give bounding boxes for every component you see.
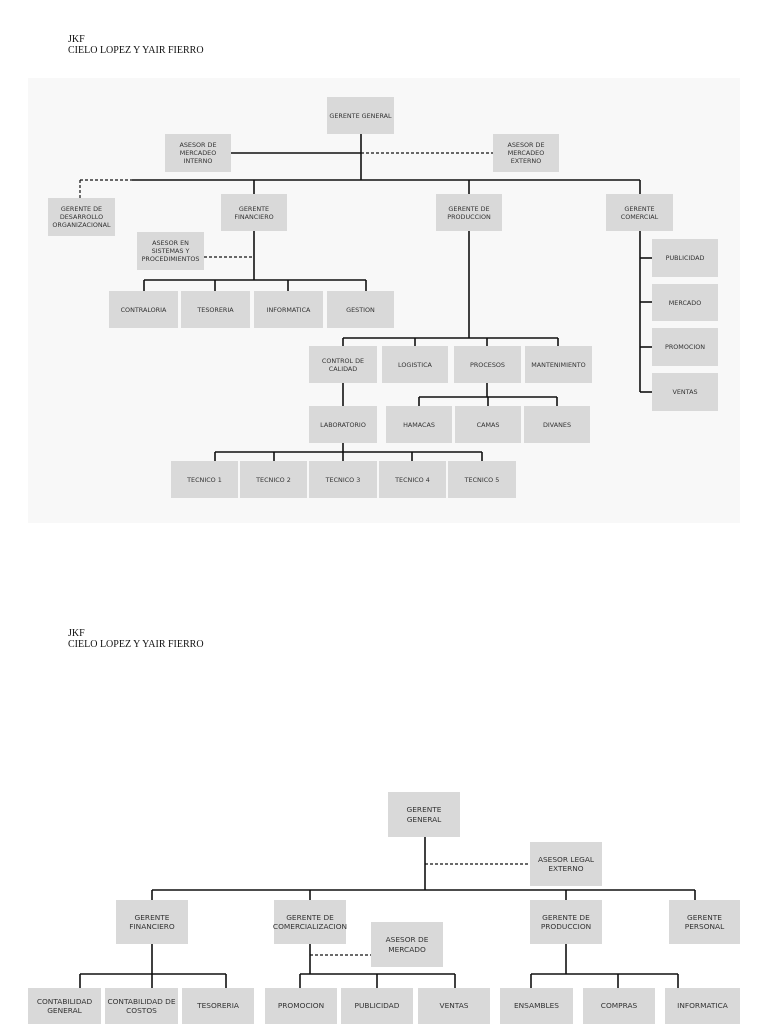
node-asesor-sistemas-procedimientos: ASESOR EN SISTEMAS Y PROCEDIMIENTOS <box>137 232 204 270</box>
node-gerente-comercial: GERENTE COMERCIAL <box>606 194 673 231</box>
node-gerente-general: GERENTE GENERAL <box>327 97 394 134</box>
node-hamacas: HAMACAS <box>386 406 452 443</box>
node-mercado: MERCADO <box>652 284 718 321</box>
node-asesor-mercadeo-externo: ASESOR DE MERCADEO EXTERNO <box>493 134 559 172</box>
node-contraloria: CONTRALORIA <box>109 291 178 328</box>
node-gerente-produccion: GERENTE DE PRODUCCION <box>436 194 502 231</box>
node-tecnico-4: TECNICO 4 <box>379 461 446 498</box>
node-gestion: GESTION <box>327 291 394 328</box>
node-publicidad: PUBLICIDAD <box>652 239 718 277</box>
node-tecnico-1: TECNICO 1 <box>171 461 238 498</box>
page-1-header: JKF CIELO LOPEZ Y YAIR FIERRO <box>68 34 204 56</box>
node-p2-publicidad: PUBLICIDAD <box>341 988 413 1024</box>
node-laboratorio: LABORATORIO <box>309 406 377 443</box>
node-p2-gerente-personal: GERENTE PERSONAL <box>669 900 740 944</box>
node-tecnico-2: TECNICO 2 <box>240 461 307 498</box>
node-camas: CAMAS <box>455 406 521 443</box>
node-gerente-financiero: GERENTE FINANCIERO <box>221 194 287 231</box>
node-control-de-calidad: CONTROL DE CALIDAD <box>309 346 377 383</box>
node-p2-asesor-de-mercado: ASESOR DE MERCADO <box>371 922 443 967</box>
node-tesoreria: TESORERIA <box>181 291 250 328</box>
node-tecnico-5: TECNICO 5 <box>448 461 516 498</box>
node-p2-ensambles: ENSAMBLES <box>500 988 573 1024</box>
node-divanes: DIVANES <box>524 406 590 443</box>
node-mantenimiento: MANTENIMIENTO <box>525 346 592 383</box>
node-p2-gerente-comercializacion: GERENTE DE COMERCIALIZACION <box>273 900 347 944</box>
node-p2-promocion: PROMOCION <box>265 988 337 1024</box>
header-line-2: CIELO LOPEZ Y YAIR FIERRO <box>68 45 204 56</box>
node-p2-informatica: INFORMATICA <box>665 988 740 1024</box>
page-2-header: JKF CIELO LOPEZ Y YAIR FIERRO <box>68 628 204 650</box>
node-p2-gerente-general: GERENTE GENERAL <box>388 792 460 837</box>
header-line-1: JKF <box>68 34 85 45</box>
header-line-2: CIELO LOPEZ Y YAIR FIERRO <box>68 639 204 650</box>
node-p2-tesoreria: TESORERIA <box>182 988 254 1024</box>
header-line-1: JKF <box>68 628 85 639</box>
node-promocion: PROMOCION <box>652 328 718 366</box>
node-informatica: INFORMATICA <box>254 291 323 328</box>
node-asesor-mercadeo-interno: ASESOR DE MERCADEO INTERNO <box>165 134 231 172</box>
node-p2-ventas: VENTAS <box>418 988 490 1024</box>
node-logistica: LOGISTICA <box>382 346 448 383</box>
node-procesos: PROCESOS <box>454 346 521 383</box>
node-p2-asesor-legal-externo: ASESOR LEGAL EXTERNO <box>530 842 602 886</box>
node-p2-gerente-produccion: GERENTE DE PRODUCCION <box>530 900 602 944</box>
node-ventas: VENTAS <box>652 373 718 411</box>
node-p2-contabilidad-de-costos: CONTABILIDAD DE COSTOS <box>105 988 178 1024</box>
node-p2-compras: COMPRAS <box>583 988 655 1024</box>
node-p2-gerente-financiero: GERENTE FINANCIERO <box>116 900 188 944</box>
node-gerente-desarrollo-organizacional: GERENTE DE DESARROLLO ORGANIZACIONAL <box>48 198 115 236</box>
node-p2-contabilidad-general: CONTABILIDAD GENERAL <box>28 988 101 1024</box>
node-tecnico-3: TECNICO 3 <box>309 461 377 498</box>
